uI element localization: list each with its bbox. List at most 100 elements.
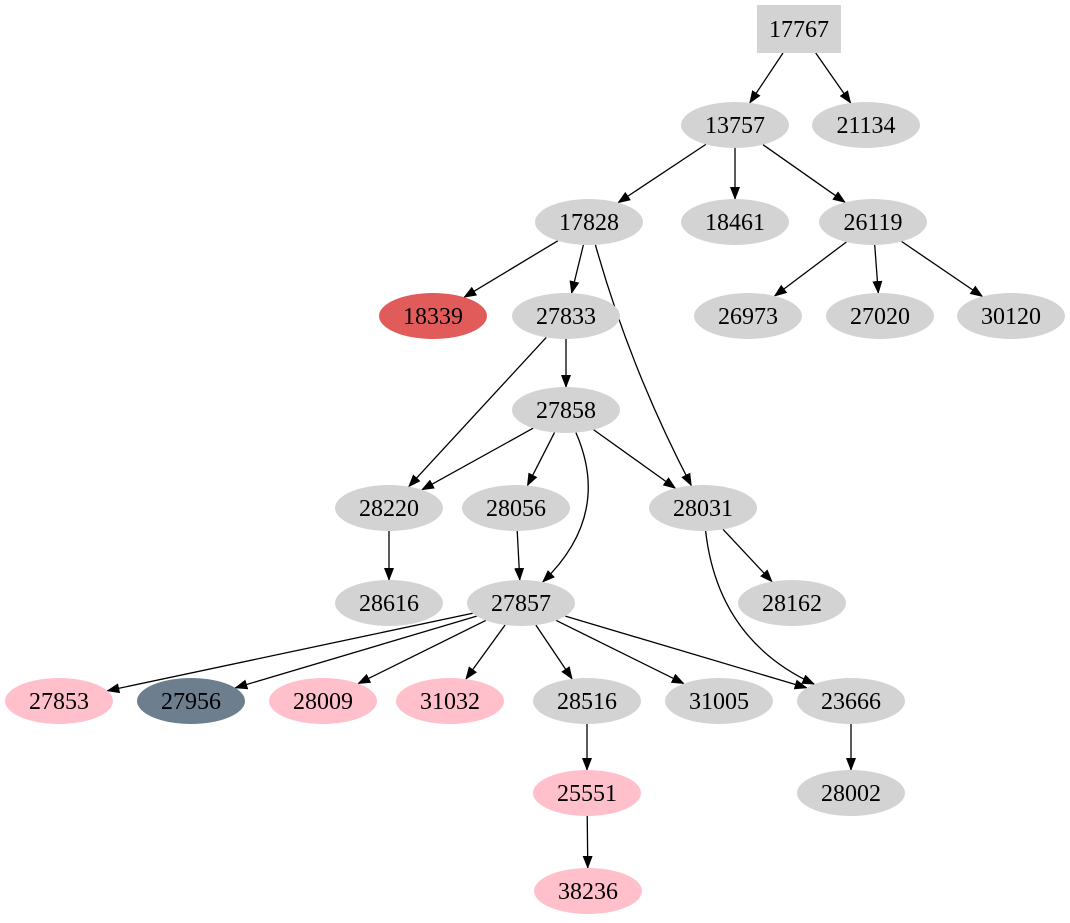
- node-label-17828: 17828: [559, 210, 619, 236]
- edge-27858-27857: [542, 432, 589, 583]
- edge-27857-27956: [234, 615, 477, 690]
- node-shape-28516: [533, 678, 641, 724]
- edge-17767-13757: [749, 52, 784, 104]
- edge-28031-23666: [704, 530, 816, 685]
- node-21134: 21134: [812, 102, 920, 148]
- edge-17828-18339: [463, 240, 559, 298]
- node-17767: 17767: [757, 5, 841, 53]
- node-label-27020: 27020: [850, 304, 910, 330]
- node-shape-17828: [535, 199, 643, 245]
- node-label-28002: 28002: [821, 781, 881, 807]
- node-27857: 27857: [467, 580, 575, 626]
- node-label-21134: 21134: [836, 113, 895, 139]
- node-label-28031: 28031: [673, 496, 733, 522]
- edge-27857-31005: [555, 619, 685, 685]
- edge-28031-28162: [722, 528, 773, 583]
- node-28220: 28220: [335, 485, 443, 531]
- edge-28056-27857: [514, 530, 525, 582]
- node-shape-18339: [379, 293, 487, 339]
- edge-27857-28009: [357, 619, 487, 685]
- node-shape-27857: [467, 580, 575, 626]
- node-label-27857: 27857: [491, 591, 551, 617]
- node-23666: 23666: [797, 678, 905, 724]
- node-label-28056: 28056: [486, 496, 546, 522]
- node-shape-27020: [826, 293, 934, 339]
- node-label-18461: 18461: [705, 210, 765, 236]
- node-27853: 27853: [5, 678, 113, 724]
- node-shape-27956: [137, 678, 245, 724]
- node-18339: 18339: [379, 293, 487, 339]
- node-shape-21134: [812, 102, 920, 148]
- edge-13757-17828: [617, 143, 707, 204]
- node-shape-23666: [797, 678, 905, 724]
- node-27858: 27858: [512, 387, 620, 433]
- edge-25551-38236: [582, 815, 593, 869]
- node-28616: 28616: [335, 580, 443, 626]
- node-label-27858: 27858: [536, 398, 596, 424]
- node-shape-26973: [694, 293, 802, 339]
- node-shape-28616: [335, 580, 443, 626]
- node-28056: 28056: [462, 485, 570, 531]
- edge-17828-27833: [569, 244, 585, 295]
- node-label-17767: 17767: [769, 17, 829, 43]
- edge-17828-28031: [594, 244, 692, 487]
- node-38236: 38236: [534, 868, 642, 914]
- node-31032: 31032: [396, 678, 504, 724]
- edge-26119-27020: [872, 244, 883, 295]
- node-28009: 28009: [269, 678, 377, 724]
- edge-27858-28220: [421, 427, 534, 491]
- node-shape-38236: [534, 868, 642, 914]
- node-label-26973: 26973: [718, 304, 778, 330]
- node-label-31005: 31005: [689, 689, 749, 715]
- node-label-13757: 13757: [705, 113, 765, 139]
- node-18461: 18461: [681, 199, 789, 245]
- node-label-26119: 26119: [843, 210, 902, 236]
- node-shape-17767: [757, 5, 841, 53]
- node-shape-28162: [738, 580, 846, 626]
- node-label-28162: 28162: [762, 591, 822, 617]
- node-27020: 27020: [826, 293, 934, 339]
- node-shape-31032: [396, 678, 504, 724]
- node-30120: 30120: [957, 293, 1065, 339]
- node-28002: 28002: [797, 770, 905, 816]
- node-shape-28009: [269, 678, 377, 724]
- node-shape-28031: [649, 485, 757, 531]
- node-shape-28056: [462, 485, 570, 531]
- node-27833: 27833: [512, 293, 620, 339]
- node-shape-28220: [335, 485, 443, 531]
- node-label-23666: 23666: [821, 689, 881, 715]
- node-label-28616: 28616: [359, 591, 419, 617]
- node-shape-27833: [512, 293, 620, 339]
- edge-27857-27853: [106, 612, 473, 694]
- edge-27857-31032: [465, 624, 506, 680]
- edge-17767-21134: [815, 52, 852, 104]
- node-28031: 28031: [649, 485, 757, 531]
- node-label-18339: 18339: [403, 304, 463, 330]
- edge-26119-26973: [773, 241, 847, 297]
- edge-27857-23666: [565, 615, 808, 690]
- node-26973: 26973: [694, 293, 802, 339]
- node-label-28516: 28516: [557, 689, 617, 715]
- edge-27858-28031: [593, 429, 677, 489]
- node-shape-27853: [5, 678, 113, 724]
- nodes-layer: 17767 13757 21134 17828 18461 26119 18339 27833…: [5, 5, 1065, 914]
- edge-27857-28516: [535, 624, 573, 680]
- node-shape-30120: [957, 293, 1065, 339]
- edge-13757-26119: [762, 144, 846, 203]
- edge-27858-28056: [526, 432, 556, 487]
- node-17828: 17828: [535, 199, 643, 245]
- node-shape-31005: [665, 678, 773, 724]
- node-31005: 31005: [665, 678, 773, 724]
- node-label-30120: 30120: [981, 304, 1041, 330]
- node-shape-27858: [512, 387, 620, 433]
- node-label-31032: 31032: [420, 689, 480, 715]
- node-28162: 28162: [738, 580, 846, 626]
- node-shape-18461: [681, 199, 789, 245]
- edge-27833-28220: [408, 336, 547, 488]
- node-label-27833: 27833: [536, 304, 596, 330]
- node-label-28220: 28220: [359, 496, 419, 522]
- node-shape-28002: [797, 770, 905, 816]
- node-26119: 26119: [819, 199, 927, 245]
